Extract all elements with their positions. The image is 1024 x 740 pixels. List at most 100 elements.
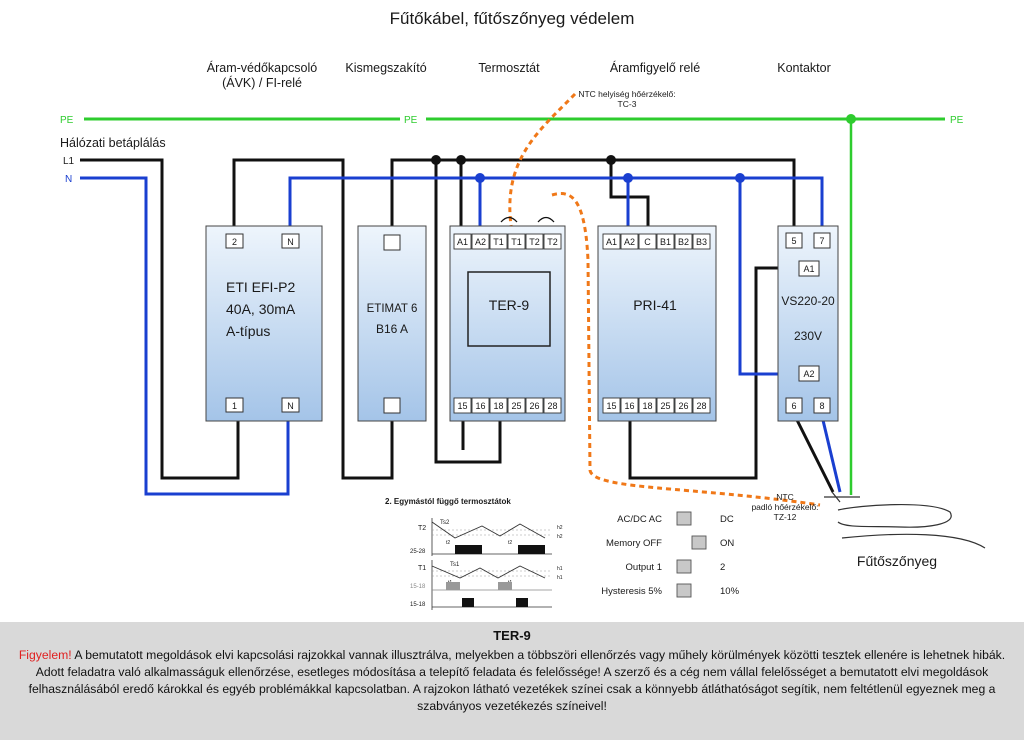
efi-line3: A-típus xyxy=(226,323,270,339)
supply-l1-label: L1 xyxy=(63,156,75,167)
vs-terminal-bottom-2: 8 xyxy=(819,401,824,411)
switch-left-label-2: Output 1 xyxy=(626,562,662,573)
switch-left-label-3: Hysteresis 5% xyxy=(601,586,662,597)
timing-ts2: Ts2 xyxy=(440,520,450,526)
pri-bottom-terminal-box-0 xyxy=(602,397,621,414)
footer-warning-word: Figyelem! xyxy=(18,648,72,662)
ntc-room-label-line2: TC-3 xyxy=(618,99,637,109)
pri-bottom-terminal-box-1 xyxy=(620,397,639,414)
pe-label-middle: PE xyxy=(404,115,418,126)
switch-knob-0[interactable] xyxy=(676,511,692,526)
switch-right-label-3: 10% xyxy=(720,586,740,597)
mcb-line2: B16 A xyxy=(376,322,408,336)
efi-line1: ETI EFI-P2 xyxy=(226,279,295,295)
switch-knob-3[interactable] xyxy=(676,583,692,598)
ntc-floor-label-line2: padló hőérzékelő: xyxy=(751,502,818,512)
vs-terminal-top-1: 5 xyxy=(791,236,796,246)
switch-right-label-1: ON xyxy=(720,538,734,549)
neutral-junctions xyxy=(475,173,745,183)
timing-2528: 25-28 xyxy=(410,549,426,555)
label-avk-line2: (ÁVK) / FI-relé xyxy=(222,75,302,90)
pri-bottom-terminal-label-2: 18 xyxy=(642,401,652,411)
ter-top-terminal-label-1: A2 xyxy=(475,237,486,247)
pri-bottom-terminal-box-3 xyxy=(656,397,675,414)
ter-top-terminal-box-5 xyxy=(543,233,562,250)
vs-line1: VS220-20 xyxy=(781,294,835,308)
ter-bottom-terminal-label-3: 25 xyxy=(511,401,521,411)
pri-top-terminal-label-5: B3 xyxy=(696,237,707,247)
ter-top-terminal-box-4 xyxy=(525,233,544,250)
diagram-title: Fűtőkábel, fűtőszőnyeg védelem xyxy=(390,9,635,28)
pri-bottom-terminal-label-4: 26 xyxy=(678,401,688,411)
timing-diagram: 2. Egymástól függő termosztátok T2 Ts2 h… xyxy=(385,497,563,610)
ter-bottom-terminal-box-4 xyxy=(525,397,544,414)
ter-top-terminal-box-1 xyxy=(471,233,490,250)
ter-top-terminal-label-5: T2 xyxy=(547,237,558,247)
supply-n-label: N xyxy=(65,174,72,185)
ter-top-terminal-label-0: A1 xyxy=(457,237,468,247)
ntc-floor-label-line1: NTC xyxy=(776,492,793,502)
pe-label-left: PE xyxy=(60,115,74,126)
vs-terminal-a1: A1 xyxy=(803,264,814,274)
efi-terminal-bottom-1: 1 xyxy=(232,401,237,411)
label-mcb: Kismegszakító xyxy=(345,61,426,75)
pri-top-terminal-label-2: C xyxy=(644,237,651,247)
pri-bottom-terminal-label-5: 28 xyxy=(696,401,706,411)
pri-top-terminal-box-3 xyxy=(656,233,675,250)
label-current-relay: Áramfigyelő relé xyxy=(610,60,700,75)
switch-knob-1[interactable] xyxy=(691,535,707,550)
timing-h1a: h1 xyxy=(557,566,563,572)
footer-text: Figyelem! A bemutatott megoldások elvi k… xyxy=(18,647,1006,715)
ter-bottom-terminal-box-2 xyxy=(489,397,508,414)
label-thermostat: Termosztát xyxy=(478,61,540,75)
vs-terminal-a2: A2 xyxy=(803,369,814,379)
efi-terminal-top-1: 2 xyxy=(232,237,237,247)
timing-t2a: t2 xyxy=(446,540,450,546)
vs-terminal-bottom-1: 6 xyxy=(791,401,796,411)
switch-left-label-0: AC/DC AC xyxy=(617,514,662,525)
pri-top-terminal-box-0 xyxy=(602,233,621,250)
mcb-line1: ETIMAT 6 xyxy=(367,303,418,315)
timing-title: 2. Egymástól függő termosztátok xyxy=(385,497,511,506)
footer-body: A bemutatott megoldások elvi kapcsolási … xyxy=(28,648,1006,713)
pri-bottom-terminal-label-3: 25 xyxy=(660,401,670,411)
pri-top-terminal-label-0: A1 xyxy=(606,237,617,247)
timing-1518a: 15-18 xyxy=(410,584,426,590)
switch-left-label-1: Memory OFF xyxy=(606,538,662,549)
pri-top-terminal-label-1: A2 xyxy=(624,237,635,247)
pri-top-terminal-label-4: B2 xyxy=(678,237,689,247)
timing-h2a: h2 xyxy=(557,525,563,531)
footer-title: TER-9 xyxy=(493,628,531,643)
ter-top-terminal-box-3 xyxy=(507,233,526,250)
ter-bottom-terminal-label-0: 15 xyxy=(457,401,467,411)
timing-ts1: Ts1 xyxy=(450,562,460,568)
switch-right-label-0: DC xyxy=(720,514,734,525)
ter-top-terminal-label-4: T2 xyxy=(529,237,540,247)
pri-top-terminal-box-2 xyxy=(638,233,657,250)
ter-name: TER-9 xyxy=(489,297,530,313)
device-efi-rcd: 2 N 1 N ETI EFI-P2 40A, 30mA A-típus xyxy=(205,225,323,422)
switch-knob-2[interactable] xyxy=(676,559,692,574)
pe-label-right: PE xyxy=(950,115,964,126)
device-vs220-contactor: 5 7 A1 VS220-20 230V A2 6 8 xyxy=(777,225,839,422)
ter-top-terminal-label-3: T1 xyxy=(511,237,522,247)
pri-bottom-terminal-box-5 xyxy=(692,397,711,414)
pri-top-terminal-box-1 xyxy=(620,233,639,250)
ntc-floor-label-line3: TZ-12 xyxy=(774,512,797,522)
pri-bottom-terminal-box-4 xyxy=(674,397,693,414)
dip-switch-panel: AC/DC AC DC Memory OFF ON Output 1 2Hysteresi… xyxy=(601,511,740,599)
label-avk-line1: Áram-védőkapcsoló xyxy=(207,60,318,75)
timing-1518b: 15-18 xyxy=(410,602,426,608)
ter-bottom-terminal-box-1 xyxy=(471,397,490,414)
ntc-loops xyxy=(500,216,555,223)
device-mcb: ETIMAT 6 B16 A xyxy=(357,225,427,422)
timing-t2b: t2 xyxy=(508,540,512,546)
supply-label: Hálózati betáplálás xyxy=(60,136,166,150)
timing-h2b: h2 xyxy=(557,534,563,540)
switch-right-label-2: 2 xyxy=(720,562,725,573)
vs-terminal-top-2: 7 xyxy=(819,236,824,246)
ntc-room-sensor-wire xyxy=(508,92,821,507)
